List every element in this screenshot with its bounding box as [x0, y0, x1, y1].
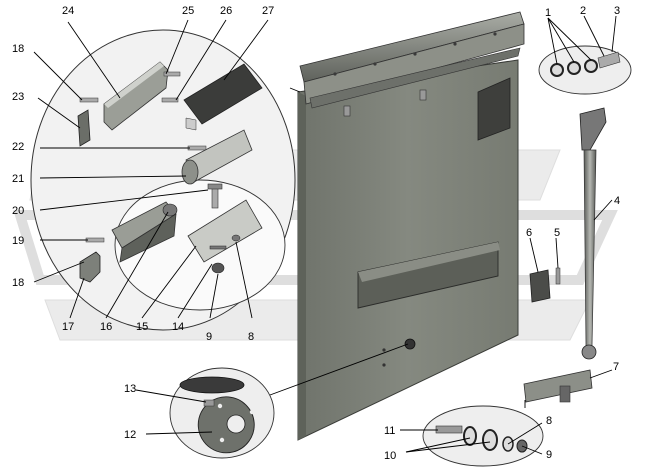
part-7-bracket: [523, 369, 593, 403]
label-6: 6: [526, 227, 532, 239]
label-18-top: 18: [12, 43, 24, 55]
right-hardware: [422, 45, 632, 467]
label-16: 16: [100, 321, 112, 333]
label-1: 1: [545, 7, 551, 19]
label-13: 13: [124, 383, 136, 395]
label-26: 26: [220, 5, 232, 17]
label-9-right: 9: [546, 449, 552, 461]
leader-lines: [33, 15, 617, 455]
label-8-left: 8: [248, 331, 254, 343]
label-24: 24: [62, 5, 74, 17]
part-6-clip: [529, 269, 551, 303]
label-8-right: 8: [546, 415, 552, 427]
label-2: 2: [580, 5, 586, 17]
label-7: 7: [613, 361, 619, 373]
label-27: 27: [262, 5, 274, 17]
rod-4-clevis: [579, 107, 607, 151]
label-9-left: 9: [206, 331, 212, 343]
label-18-bottom: 18: [12, 277, 24, 289]
label-25: 25: [182, 5, 194, 17]
part-15-plate: [187, 199, 263, 263]
label-3: 3: [614, 5, 620, 17]
label-15: 15: [136, 321, 148, 333]
hanger-bracket: [477, 77, 511, 141]
part-17-corner: [79, 251, 101, 283]
label-21: 21: [12, 173, 24, 185]
label-20: 20: [12, 205, 24, 217]
rail-holes: [333, 32, 497, 76]
part-27-block: [183, 63, 263, 125]
panel-hole: [404, 338, 416, 350]
label-12: 12: [124, 429, 136, 441]
part-23-cap: [77, 109, 91, 147]
label-11: 11: [384, 425, 395, 437]
detail-parts: [77, 61, 263, 283]
label-17: 17: [62, 321, 74, 333]
detail-circle-plate: [169, 367, 275, 459]
part-labels: 1 2 3 4 5 6 7 8 9 10 11 12 13 14 15 16 1…: [12, 5, 620, 462]
label-14: 14: [172, 321, 184, 333]
label-5: 5: [554, 227, 560, 239]
label-19: 19: [12, 235, 24, 247]
label-22: 22: [12, 141, 24, 153]
rod-4: [583, 149, 597, 347]
label-4: 4: [614, 195, 620, 207]
label-10: 10: [384, 450, 396, 462]
door-panel: [297, 11, 525, 441]
label-23: 23: [12, 91, 24, 103]
